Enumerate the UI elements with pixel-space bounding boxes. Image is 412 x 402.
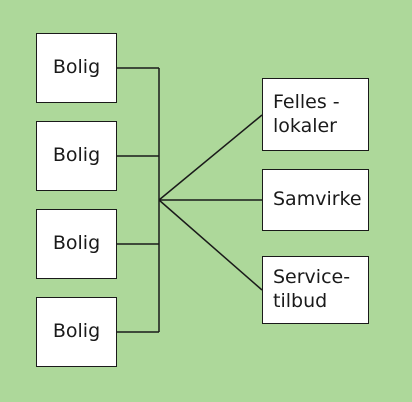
bolig-label-3: Bolig (52, 232, 101, 255)
samvirke-box: Samvirke (262, 169, 369, 231)
servicetilbud-box: Service- tilbud (262, 256, 369, 324)
bolig-box-1: Bolig (36, 33, 117, 103)
connector-servicetilbud (158, 199, 263, 291)
bolig-label-2: Bolig (52, 144, 101, 167)
bolig-box-2: Bolig (36, 121, 117, 191)
bolig-box-3: Bolig (36, 209, 117, 279)
connector-felleslokaler (158, 114, 263, 201)
bolig-box-4: Bolig (36, 297, 117, 367)
servicetilbud-label: Service- tilbud (273, 266, 351, 312)
bolig-label-4: Bolig (52, 320, 101, 343)
bolig-label-1: Bolig (52, 56, 101, 79)
felleslokaler-box: Felles - lokaler (262, 78, 369, 151)
felleslokaler-label: Felles - lokaler (273, 90, 340, 137)
samvirke-label: Samvirke (273, 188, 362, 211)
